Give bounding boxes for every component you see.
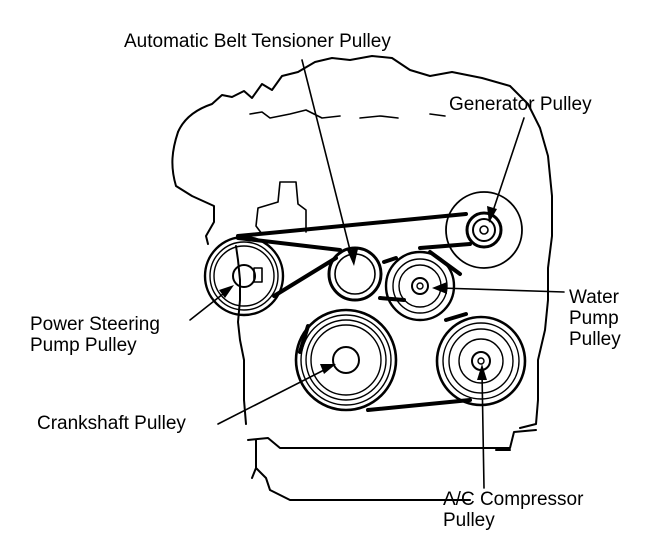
arrow-power-steering: [219, 285, 234, 298]
leader-generator: [491, 117, 525, 215]
arrow-generator: [487, 206, 497, 223]
leader-water: [439, 287, 565, 293]
leader-ac: [481, 371, 485, 489]
engine-outline-top: [249, 109, 446, 119]
engine-outline: [177, 55, 553, 429]
arrow-crankshaft: [320, 364, 336, 374]
label-crankshaft: Crankshaft Pulley: [37, 413, 186, 434]
oil-pan: [247, 429, 537, 501]
leader-crankshaft: [217, 367, 329, 425]
generator-pulley: [445, 191, 523, 269]
arrow-ac: [477, 364, 487, 380]
leader-tensioner: [301, 59, 353, 259]
ac-compressor-pulley: [435, 315, 527, 407]
leader-lines: [189, 59, 565, 489]
power-steering-pulley: [203, 235, 285, 317]
label-tensioner: Automatic Belt Tensioner Pulley: [124, 31, 391, 52]
engine-bracket: [255, 181, 307, 235]
label-power-steering: Power Steering Pump Pulley: [30, 314, 160, 356]
leader-power-steering: [189, 289, 229, 321]
label-water-pump: Water Pump Pulley: [569, 287, 621, 350]
arrowheads: [219, 206, 497, 380]
drive-belt: [236, 212, 472, 412]
arrow-tensioner: [347, 249, 358, 266]
crankshaft-pulley: [294, 308, 398, 412]
label-generator: Generator Pulley: [449, 94, 592, 115]
engine-outline-left: [171, 131, 247, 425]
arrow-water: [432, 282, 447, 294]
water-pump-pulley: [384, 250, 456, 322]
label-ac-compressor: A/C Compressor Pulley: [443, 489, 584, 531]
